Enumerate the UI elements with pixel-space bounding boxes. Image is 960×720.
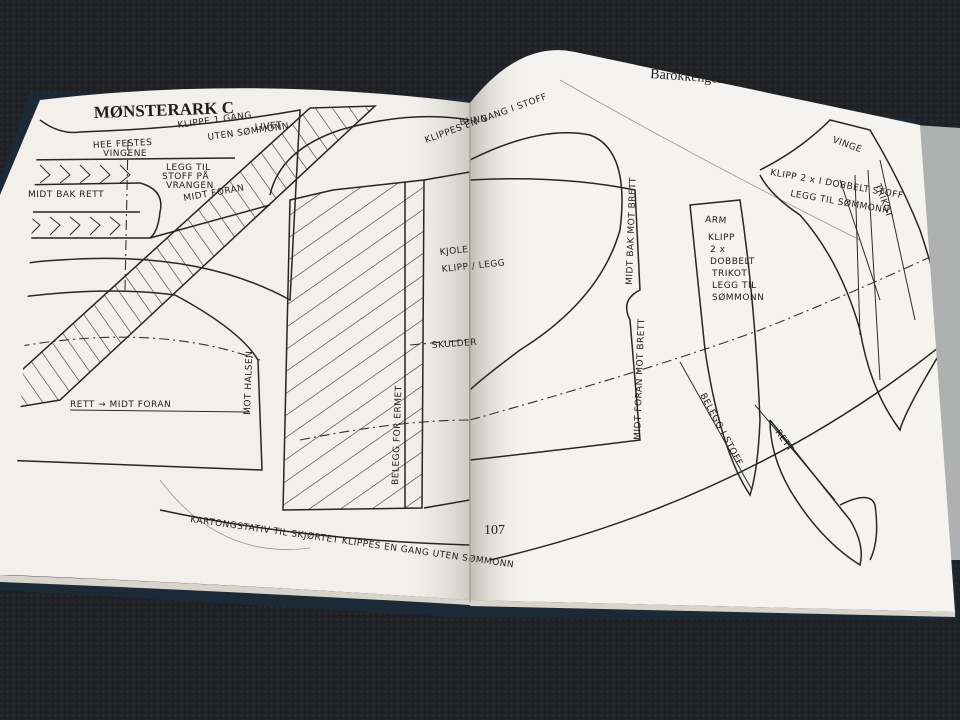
label-midt-foran-mot-brett: MIDT FORAN MOT BRETT [633,318,647,440]
label-livet: LIVET [254,121,282,133]
label-legg-til-right: LEGG TIL [712,281,757,291]
label-rett-midt-foran: RETT → MIDT FORAN [70,400,171,410]
label-skulder: SKULDER [432,338,478,351]
right-page-title: Barokkengel [650,67,723,87]
label-hee-festes: HEE FESTES [93,138,153,151]
label-belegg-for-ermet: BELEGG FOR ERMET [391,385,404,485]
right-pattern-drawing [470,79,949,567]
left-page-title: MØNSTERARK C [93,98,234,122]
label-2x: 2 x [710,245,726,255]
label-arm: ARM [705,215,727,226]
label-midt-bak-rett: MIDT BAK RETT [28,190,104,200]
label-bunn: BUNN [459,114,488,128]
label-kjole: KJOLE [439,245,469,258]
label-trikot: TRIKOT [711,269,747,279]
label-stoff-pa: STOFF PÅ [162,170,209,182]
label-midt-bak-mot-brett: MIDT BAK MOT BRETT [625,177,639,285]
label-legg-til: LEGG TIL [166,163,211,173]
label-klipp: KLIPP [708,233,735,243]
label-vrangen: VRANGEN [166,181,214,191]
label-sommonn: SØMMONN [712,292,764,303]
label-dobbelt: DOBBELT [710,257,755,267]
label-mot-halsen: MOT HALSEN [243,351,255,416]
page-number: 107 [484,523,505,538]
label-vingene: VINGENE [103,149,147,159]
